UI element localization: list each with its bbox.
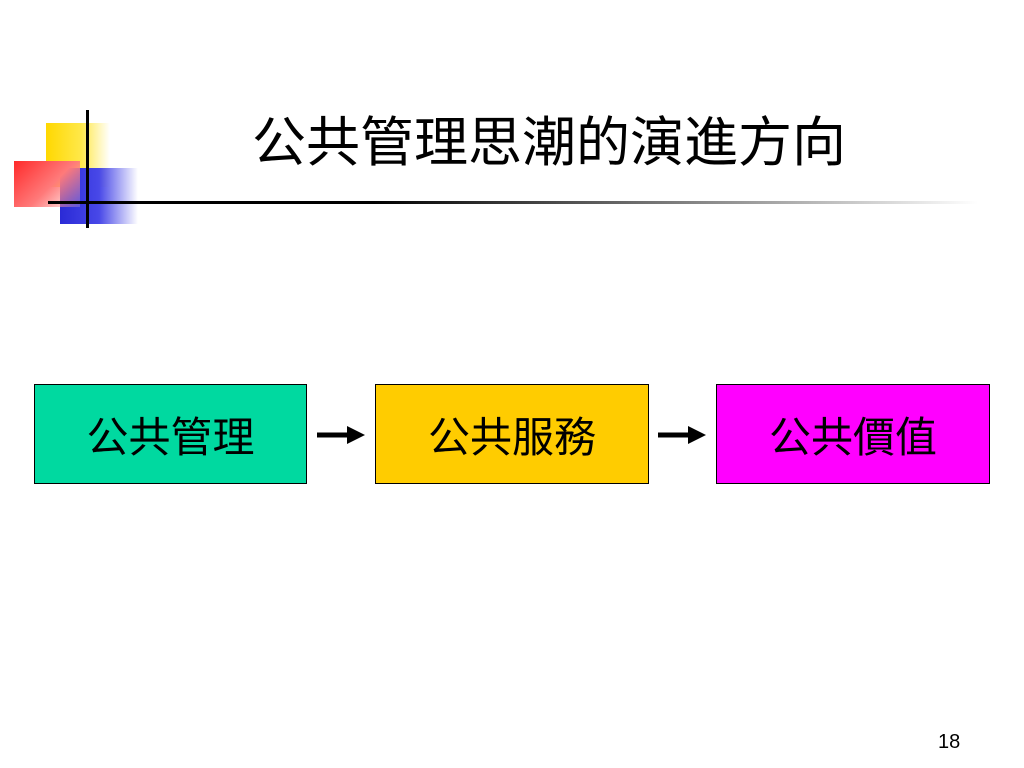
vertical-rule (86, 110, 89, 228)
slide-title: 公共管理思潮的演進方向 (252, 111, 846, 174)
red-square (14, 161, 80, 207)
flow-box-public-value: 公共價值 (716, 384, 990, 484)
right-arrow-icon (317, 426, 365, 444)
page-number: 18 (938, 731, 961, 753)
right-arrow-icon (658, 426, 706, 444)
flow-box-public-management: 公共管理 (34, 384, 307, 484)
title-underline (48, 201, 978, 204)
flow-box-public-service: 公共服務 (375, 384, 649, 484)
